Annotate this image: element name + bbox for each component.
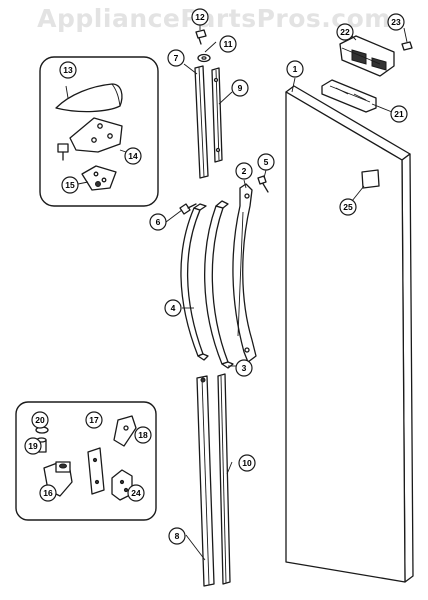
svg-text:21: 21 [394, 109, 404, 119]
callout-7: 7 [167, 49, 185, 67]
svg-text:25: 25 [343, 202, 353, 212]
svg-text:10: 10 [242, 458, 252, 468]
callout-15: 15 [61, 176, 79, 194]
callout-20: 20 [31, 411, 49, 429]
callout-10: 10 [238, 454, 256, 472]
inset-hinge-top [39, 56, 159, 207]
svg-text:1: 1 [293, 64, 298, 74]
screw-5 [257, 175, 269, 193]
callout-24: 24 [127, 484, 145, 502]
nut-12 [197, 53, 211, 63]
svg-text:14: 14 [128, 151, 138, 161]
callout-6: 6 [149, 213, 167, 231]
callout-12: 12 [191, 8, 209, 26]
handle-3 [204, 200, 234, 369]
svg-text:20: 20 [35, 415, 45, 425]
callout-22: 22 [336, 23, 354, 41]
svg-text:8: 8 [175, 531, 180, 541]
callout-9: 9 [231, 79, 249, 97]
callout-14: 14 [124, 147, 142, 165]
svg-text:4: 4 [171, 303, 176, 313]
screw-11 [195, 29, 207, 45]
callout-1: 1 [286, 60, 304, 78]
handle-bracket-2 [232, 183, 257, 363]
screw-23 [401, 41, 413, 51]
callout-17: 17 [85, 411, 103, 429]
door-label [361, 169, 380, 189]
handle-end-cap [339, 35, 395, 77]
watermark: AppliancePartsPros.com [37, 4, 391, 33]
callout-21: 21 [390, 105, 408, 123]
svg-text:22: 22 [340, 27, 350, 37]
callout-8: 8 [168, 527, 186, 545]
svg-text:24: 24 [131, 488, 141, 498]
screw-6 [179, 203, 197, 215]
callout-23: 23 [387, 13, 405, 31]
callout-4: 4 [164, 299, 182, 317]
callout-3: 3 [235, 359, 253, 377]
svg-text:6: 6 [156, 217, 161, 227]
svg-text:11: 11 [224, 39, 233, 49]
trim-strip-9 [211, 67, 223, 163]
trim-strip-7 [194, 65, 209, 179]
svg-text:16: 16 [43, 488, 53, 498]
callout-11: 11 [219, 35, 237, 53]
callout-16: 16 [39, 484, 57, 502]
svg-text:19: 19 [28, 441, 38, 451]
hinge-cap [321, 79, 377, 113]
trim-strip-10 [217, 373, 231, 585]
callout-2: 2 [235, 162, 253, 180]
svg-text:12: 12 [195, 12, 205, 22]
callout-19: 19 [24, 437, 42, 455]
svg-text:7: 7 [174, 53, 179, 63]
handle-4 [180, 203, 209, 361]
svg-text:17: 17 [89, 415, 99, 425]
callout-18: 18 [134, 426, 152, 444]
door-panel [285, 85, 414, 583]
svg-text:3: 3 [242, 363, 247, 373]
callout-25: 25 [339, 198, 357, 216]
leader-lines [65, 24, 408, 561]
svg-text:13: 13 [63, 65, 73, 75]
svg-text:5: 5 [264, 157, 269, 167]
svg-text:2: 2 [242, 166, 247, 176]
trim-strip-8 [196, 375, 215, 587]
svg-text:23: 23 [391, 17, 401, 27]
callout-5: 5 [257, 153, 275, 171]
svg-text:9: 9 [238, 83, 243, 93]
svg-text:18: 18 [138, 430, 148, 440]
callout-13: 13 [59, 61, 77, 79]
svg-text:15: 15 [65, 180, 75, 190]
